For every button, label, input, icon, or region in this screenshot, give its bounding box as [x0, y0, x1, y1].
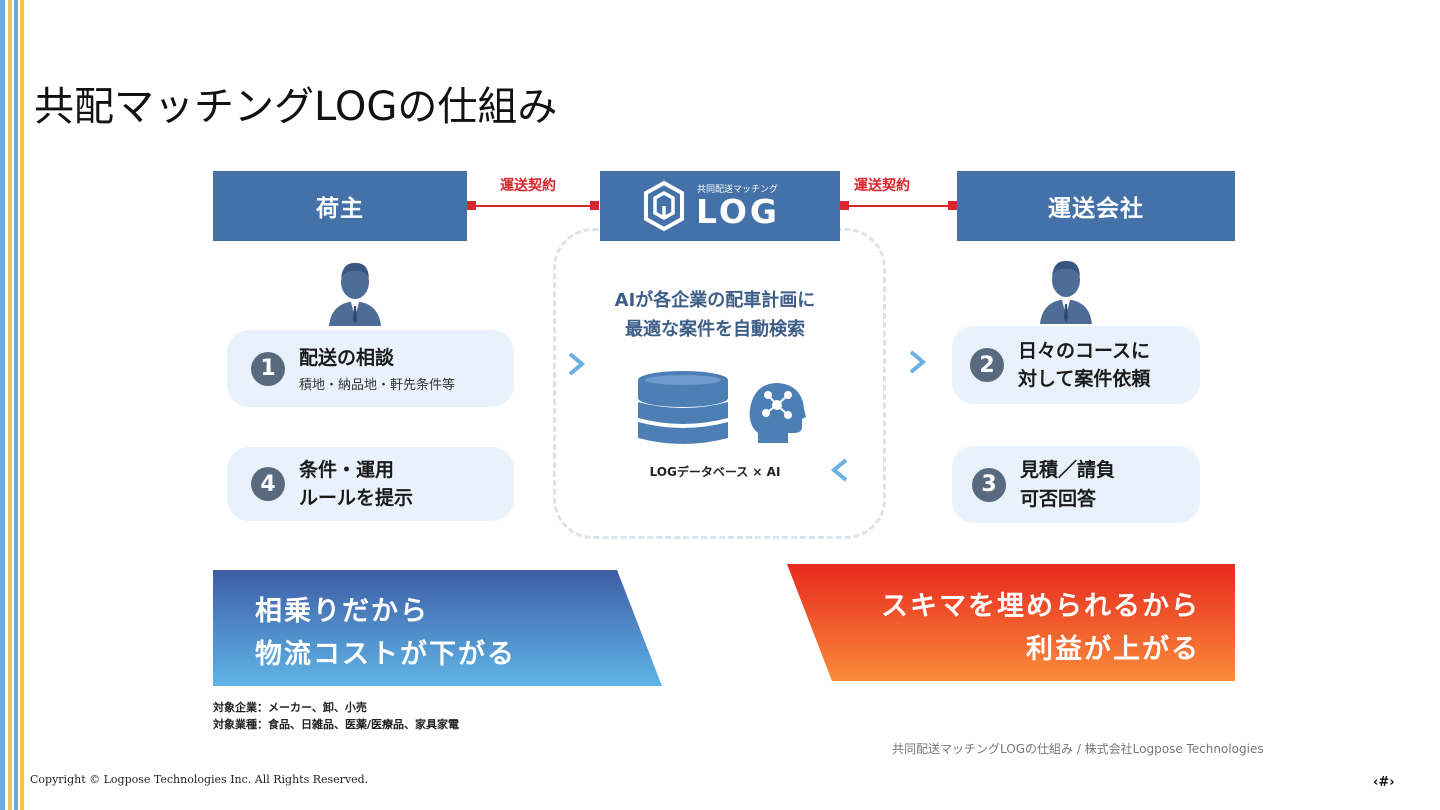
logo-wordmark: LOG — [696, 192, 780, 231]
step-2-line1: 日々のコースに — [1018, 339, 1151, 362]
step-4-line2: ルールを提示 — [299, 487, 414, 509]
log-logo-icon — [644, 180, 684, 232]
logo-subtitle: 共同配送マッチング — [697, 185, 779, 195]
benefit-carrier-line1: スキマを埋められるから — [881, 591, 1200, 622]
step-4-pill: 4 条件・運用 ルールを提示 — [227, 447, 514, 521]
benefit-band-left — [213, 570, 662, 686]
ai-head-icon — [749, 383, 806, 443]
step-1-subtitle: 積地・納品地・軒先条件等 — [299, 378, 456, 394]
slide-title: 共配マッチングLOGの仕組み — [34, 84, 558, 130]
contract-connector-left — [467, 201, 599, 210]
person-icon — [1040, 260, 1092, 324]
database-icon — [638, 371, 728, 444]
left-stripe-blue-2 — [14, 0, 18, 810]
step-2-number: 2 — [970, 348, 1004, 382]
matching-description: AIが各企業の配車計画に 最適な案件を自動検索 — [580, 287, 850, 345]
arrow-left-icon — [830, 458, 923, 482]
contract-connector-right — [840, 201, 957, 210]
matching-description-line2: 最適な案件を自動検索 — [625, 318, 805, 340]
step-1-number: 1 — [251, 351, 285, 386]
page-number: ‹#› — [1373, 775, 1395, 790]
left-stripe-blue — [0, 0, 5, 810]
step-1-title: 配送の相談 — [299, 346, 395, 369]
person-icon — [329, 262, 381, 326]
contract-label-right: 運送契約 — [854, 178, 910, 194]
step-2-pill: 2 日々のコースに 対して案件依頼 — [952, 326, 1200, 404]
shipper-label: 荷主 — [316, 196, 364, 222]
matching-description-line1: AIが各企業の配車計画に — [614, 290, 816, 311]
benefit-carrier: スキマを埋められるから 利益が上がる — [870, 585, 1200, 671]
database-label: LOGデータベース × AI — [649, 465, 781, 479]
step-3-line2: 可否回答 — [1020, 487, 1097, 510]
step-3-line1: 見積／請負 — [1020, 459, 1116, 481]
step-4-line1: 条件・運用 — [299, 458, 395, 481]
step-3-pill: 3 見積／請負 可否回答 — [952, 446, 1200, 523]
benefit-shipper: 相乗りだから 物流コストが下がる — [255, 590, 516, 676]
target-industries: 対象業種：食品、日雑品、医薬/医療品、家具家電 — [213, 717, 460, 731]
step-3-number: 3 — [972, 467, 1006, 502]
carrier-label: 運送会社 — [1048, 196, 1144, 222]
step-4-number: 4 — [251, 467, 285, 501]
benefit-shipper-line1: 相乗りだから — [255, 596, 429, 627]
left-stripe-yellow-2 — [20, 0, 24, 810]
copyright: Copyright © Logpose Technologies Inc. Al… — [30, 773, 369, 786]
left-stripe-yellow — [8, 0, 12, 810]
contract-label-left: 運送契約 — [500, 178, 556, 194]
diagram-source: 共同配送マッチングLOGの仕組み / 株式会社Logpose Technolog… — [892, 742, 1264, 756]
target-info: 対象企業：メーカー、卸、小売 対象業種：食品、日雑品、医薬/医療品、家具家電 — [213, 700, 459, 733]
shipper-box: 荷主 — [213, 171, 467, 241]
benefit-shipper-line2: 物流コストが下がる — [255, 639, 516, 671]
benefit-carrier-line2: 利益が上がる — [1026, 634, 1200, 666]
carrier-box: 運送会社 — [957, 171, 1235, 241]
arrow-right-icon — [834, 350, 927, 374]
target-companies: 対象企業：メーカー、卸、小売 — [213, 701, 367, 714]
log-logo-box — [600, 171, 840, 241]
step-2-line2: 対して案件依頼 — [1018, 368, 1151, 390]
matching-area — [553, 228, 886, 539]
benefit-band-right — [787, 564, 1235, 681]
step-1-pill: 1 配送の相談 積地・納品地・軒先条件等 — [227, 330, 514, 407]
